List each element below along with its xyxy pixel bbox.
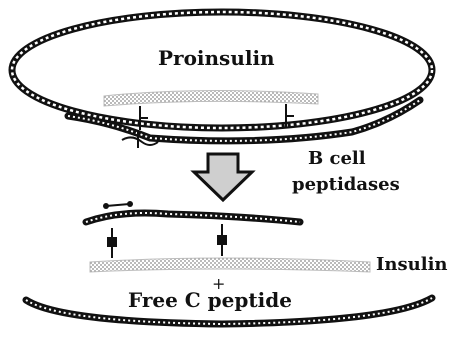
- proinsulin-a-chain: [104, 90, 318, 106]
- insulin-a-chain: [90, 258, 370, 272]
- enzyme-label-line2: peptidases: [292, 176, 400, 194]
- insulin-b-chain: [86, 213, 300, 222]
- processing-arrow: [194, 154, 252, 200]
- insulin-b-chain-end-markers: [103, 201, 133, 209]
- insulin-disulfide-bonds: [108, 224, 226, 258]
- proinsulin-label: Proinsulin: [158, 48, 275, 68]
- enzyme-label-line1: B cell: [308, 150, 366, 168]
- free-c-peptide-label: Free C peptide: [128, 290, 292, 310]
- insulin-label: Insulin: [376, 256, 448, 274]
